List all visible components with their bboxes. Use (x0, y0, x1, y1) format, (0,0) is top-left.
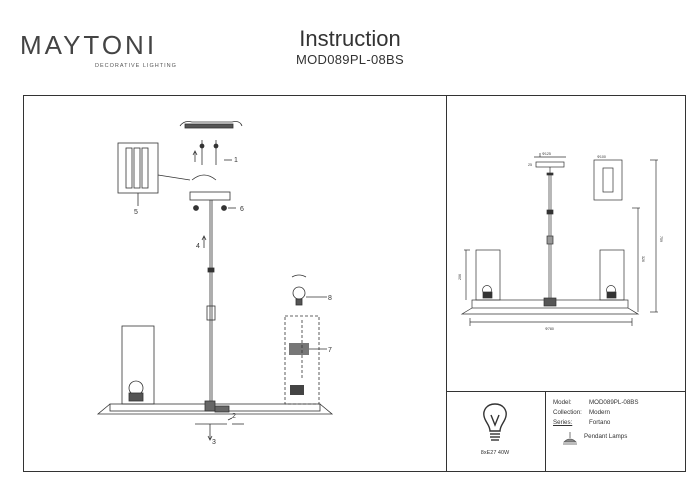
dim-left-shade (475, 249, 501, 301)
series-value: Fortano (589, 419, 611, 426)
series-row: Series: Fortano (553, 419, 681, 429)
callout-1: 1 (234, 157, 238, 164)
dim-overall-height: 759 (659, 236, 663, 242)
dim-shade-top: Φ100 (597, 155, 606, 159)
dim-body-height: 326 (641, 256, 645, 262)
callout-2: 2 (232, 413, 236, 420)
ceiling-slab (184, 123, 234, 129)
pendant-lamp-icon (563, 432, 577, 445)
document-title: Instruction (299, 26, 401, 51)
dim-overall-width: Φ780 (545, 327, 554, 331)
brand-logo: MAYTONI DECORATIVE LIGHTING (20, 30, 180, 72)
bulb-icon (483, 403, 507, 441)
callout-5: 5 (134, 209, 138, 216)
lamp-type: Pendant Lamps (584, 433, 628, 440)
ceiling-line (179, 121, 243, 127)
logo-wordmark: MAYTONI (20, 30, 158, 60)
callout-7: 7 (328, 347, 332, 354)
dim-right-shade (599, 249, 625, 301)
collection-value: Modern (589, 409, 610, 416)
model-value: MOD089PL-08BS (589, 399, 639, 406)
collection-label: Collection: (553, 409, 582, 416)
dim-canopy-height: 25 (528, 163, 532, 167)
model-label: Model: (553, 399, 572, 406)
frame-divider-vertical (446, 95, 447, 472)
callout-3: 3 (212, 439, 216, 446)
model-code: MOD089PL-08BS (296, 52, 404, 67)
series-label: Series: (553, 419, 573, 426)
dim-canopy-width: Φ125 (542, 152, 551, 156)
frame-divider-info (545, 391, 546, 472)
frame-divider-horizontal (446, 391, 686, 392)
dim-canopy (535, 161, 565, 168)
drawing-frame (23, 95, 686, 472)
collection-row: Collection: Modern (553, 409, 681, 419)
dim-shade-detail (593, 159, 623, 201)
bulb-spec: 8xE27 40W (480, 450, 510, 456)
callout-6: 6 (240, 206, 244, 213)
dim-shade-height: 206 (458, 274, 462, 280)
model-row: Model: MOD089PL-08BS (553, 399, 681, 409)
right-shade-dashed (284, 315, 320, 405)
callout-8: 8 (328, 295, 332, 302)
product-info: Model: MOD089PL-08BS Collection: Modern … (553, 399, 681, 429)
left-shade (121, 325, 155, 405)
callout-4: 4 (196, 243, 200, 250)
rod-coupler (206, 305, 216, 321)
logo-tagline: DECORATIVE LIGHTING (95, 63, 177, 69)
